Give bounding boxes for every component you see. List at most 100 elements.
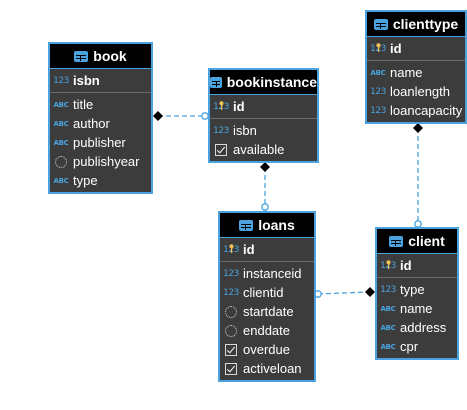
boolean-type-icon — [225, 343, 237, 356]
link-loans-client — [317, 291, 370, 295]
column-name: name — [390, 65, 423, 80]
column-row[interactable]: ABC cpr — [377, 337, 457, 356]
column-name: type — [400, 282, 425, 297]
diamond-clienttype — [413, 123, 423, 133]
number-type-icon: 123 — [53, 75, 69, 86]
column-row[interactable]: 123 type — [377, 280, 457, 299]
string-type-icon: ABC — [380, 342, 396, 351]
column-row[interactable]: 123 loanlength — [367, 82, 465, 101]
column-row[interactable]: ABC name — [377, 299, 457, 318]
primary-key-section: 123 id — [210, 95, 317, 119]
table-icon — [210, 76, 222, 88]
column-row[interactable]: ABC name — [367, 63, 465, 82]
date-type-icon — [225, 305, 237, 318]
table-icon — [239, 219, 254, 231]
column-row[interactable]: activeloan — [220, 359, 314, 378]
column-name: address — [400, 320, 447, 335]
date-type-icon — [55, 155, 67, 168]
primary-key-name: id — [233, 99, 245, 114]
endpoint-loans-top — [261, 203, 269, 211]
entity-title: book — [93, 48, 127, 64]
column-row[interactable]: 123 id — [210, 97, 317, 116]
column-name: available — [233, 142, 285, 157]
column-row[interactable]: ABC type — [50, 171, 151, 190]
column-name: instanceid — [243, 266, 302, 281]
primary-key-icon: 123 — [380, 259, 396, 271]
number-type-icon: 123 — [370, 105, 386, 116]
column-name: overdue — [243, 342, 290, 357]
key-icon — [376, 42, 381, 52]
primary-key-section: 123 id — [220, 238, 314, 262]
column-name: publisher — [73, 135, 126, 150]
table-icon — [389, 235, 404, 247]
string-type-icon: ABC — [53, 100, 69, 109]
column-row[interactable]: 123 loancapacity — [367, 101, 465, 120]
column-name: cpr — [400, 339, 419, 354]
string-type-icon: ABC — [370, 68, 386, 77]
entity-title: client — [408, 233, 445, 249]
entity-client[interactable]: client123id123typeABCnameABCaddressABCcp… — [375, 227, 459, 360]
entity-header[interactable]: clienttype — [367, 12, 465, 37]
boolean-type-icon — [215, 143, 227, 156]
entity-header[interactable]: book — [50, 44, 151, 69]
column-row[interactable]: overdue — [220, 340, 314, 359]
string-type-icon: ABC — [53, 176, 69, 185]
diamond-bookinstance — [260, 162, 270, 172]
column-row[interactable]: 123 id — [367, 39, 465, 58]
key-icon — [386, 259, 391, 269]
column-row[interactable]: startdate — [220, 302, 314, 321]
column-name: enddate — [243, 323, 290, 338]
column-name: author — [73, 116, 110, 131]
primary-key-section: 123 id — [367, 37, 465, 61]
primary-key-icon: 123 — [223, 243, 239, 255]
column-row[interactable]: publishyear — [50, 152, 151, 171]
boolean-type-icon — [225, 362, 237, 375]
column-name: loanlength — [390, 84, 450, 99]
column-row[interactable]: ABC title — [50, 95, 151, 114]
column-name: name — [400, 301, 433, 316]
string-type-icon: ABC — [53, 138, 69, 147]
column-row[interactable]: 123 isbn — [50, 71, 151, 90]
entity-title: clienttype — [392, 16, 459, 32]
number-type-icon: 123 — [380, 284, 396, 295]
number-type-icon: 123 — [223, 268, 239, 279]
entity-header[interactable]: loans — [220, 213, 314, 238]
column-name: loancapacity — [390, 103, 463, 118]
column-row[interactable]: enddate — [220, 321, 314, 340]
column-row[interactable]: 123 instanceid — [220, 264, 314, 283]
table-icon — [373, 18, 388, 30]
column-name: title — [73, 97, 94, 112]
number-type-icon: 123 — [213, 125, 229, 136]
primary-key-name: id — [400, 258, 412, 273]
primary-key-name: isbn — [73, 73, 100, 88]
entity-header[interactable]: bookinstance — [210, 70, 317, 95]
column-row[interactable]: available — [210, 140, 317, 159]
primary-key-icon: 123 — [370, 42, 386, 54]
primary-key-name: id — [390, 41, 402, 56]
diamond-client — [365, 287, 375, 297]
date-type-icon — [225, 324, 237, 337]
key-icon — [229, 243, 234, 253]
primary-key-icon: 123 — [213, 100, 229, 112]
primary-key-name: id — [243, 242, 255, 257]
column-row[interactable]: 123 id — [377, 256, 457, 275]
entity-title: loans — [258, 217, 295, 233]
column-row[interactable]: 123 id — [220, 240, 314, 259]
table-icon — [74, 50, 89, 62]
column-name: startdate — [243, 304, 294, 319]
string-type-icon: ABC — [380, 304, 396, 313]
number-type-icon: 123 — [370, 86, 386, 97]
column-row[interactable]: ABC publisher — [50, 133, 151, 152]
column-name: type — [73, 173, 98, 188]
entity-header[interactable]: client — [377, 229, 457, 254]
